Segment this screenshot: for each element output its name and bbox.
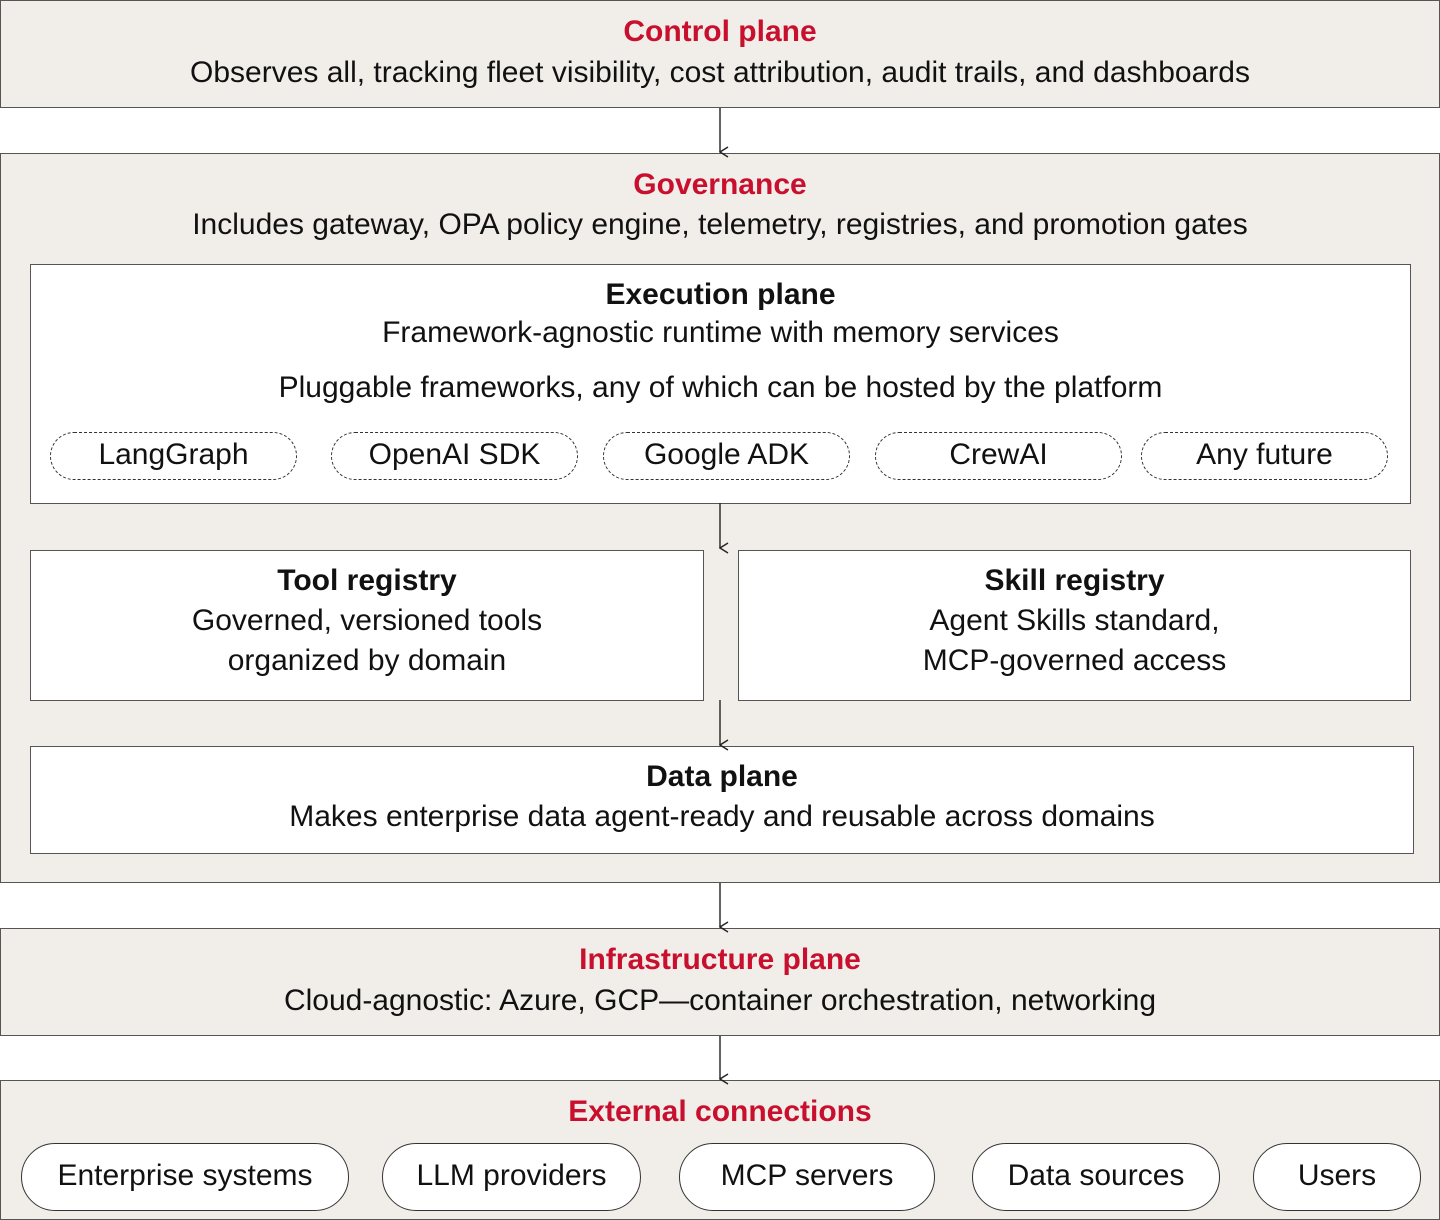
framework-langgraph: LangGraph bbox=[50, 432, 297, 480]
execution-plane-description: Framework-agnostic runtime with memory s… bbox=[382, 316, 1059, 349]
external-enterprise-systems: Enterprise systems bbox=[21, 1143, 349, 1211]
infrastructure-plane-description: Cloud-agnostic: Azure, GCP—container orc… bbox=[283, 984, 1157, 1017]
tool-registry: Tool registry Governed, versioned tools … bbox=[30, 550, 704, 701]
governance-title: Governance bbox=[633, 168, 807, 201]
infrastructure-plane: Infrastructure plane Cloud-agnostic: Azu… bbox=[0, 928, 1440, 1036]
execution-plane: Execution plane Framework-agnostic runti… bbox=[30, 264, 1411, 504]
skill-registry-line2: MCP-governed access bbox=[922, 644, 1227, 677]
governance-layer: Governance Includes gateway, OPA policy … bbox=[0, 153, 1440, 883]
skill-registry: Skill registry Agent Skills standard, MC… bbox=[738, 550, 1411, 701]
external-data-sources: Data sources bbox=[972, 1143, 1220, 1211]
tool-registry-line2: organized by domain bbox=[227, 644, 507, 677]
frameworks-caption: Pluggable frameworks, any of which can b… bbox=[278, 371, 1163, 404]
framework-openai-sdk: OpenAI SDK bbox=[331, 432, 578, 480]
data-plane: Data plane Makes enterprise data agent-r… bbox=[30, 746, 1414, 854]
external-llm-providers: LLM providers bbox=[382, 1143, 641, 1211]
data-plane-title: Data plane bbox=[646, 760, 798, 793]
external-users: Users bbox=[1253, 1143, 1421, 1211]
control-plane-title: Control plane bbox=[623, 15, 817, 48]
external-connections-title: External connections bbox=[568, 1095, 872, 1128]
execution-plane-title: Execution plane bbox=[605, 278, 836, 311]
skill-registry-line1: Agent Skills standard, bbox=[929, 604, 1220, 637]
tool-registry-line1: Governed, versioned tools bbox=[191, 604, 543, 637]
framework-any-future: Any future bbox=[1141, 432, 1388, 480]
framework-google-adk: Google ADK bbox=[603, 432, 850, 480]
control-plane-description: Observes all, tracking fleet visibility,… bbox=[190, 56, 1250, 89]
framework-crewai: CrewAI bbox=[875, 432, 1122, 480]
governance-description: Includes gateway, OPA policy engine, tel… bbox=[192, 208, 1248, 241]
tool-registry-title: Tool registry bbox=[277, 564, 457, 597]
control-plane: Control plane Observes all, tracking fle… bbox=[0, 0, 1440, 108]
external-connections: External connections Enterprise systems … bbox=[0, 1080, 1440, 1220]
skill-registry-title: Skill registry bbox=[984, 564, 1165, 597]
data-plane-description: Makes enterprise data agent-ready and re… bbox=[289, 800, 1155, 833]
external-mcp-servers: MCP servers bbox=[679, 1143, 935, 1211]
infrastructure-plane-title: Infrastructure plane bbox=[579, 943, 861, 976]
